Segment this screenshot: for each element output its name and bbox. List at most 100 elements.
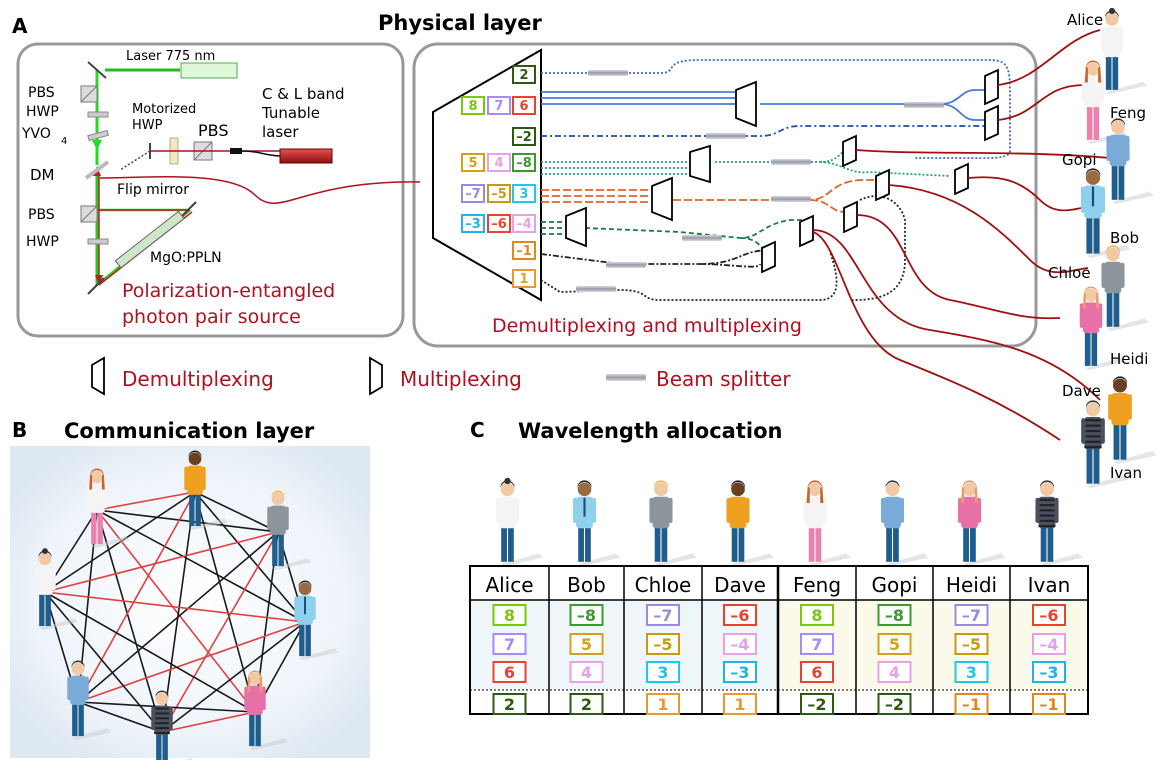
channel-box: 7 <box>487 96 511 115</box>
allocation-people <box>495 477 1083 566</box>
svg-text:HWP: HWP <box>132 118 163 133</box>
channel-box: 5 <box>569 633 604 655</box>
channel-label: –4 <box>1039 635 1058 654</box>
user-label: Dave <box>1062 382 1101 400</box>
person-figure <box>34 548 79 630</box>
network-edge <box>77 531 279 703</box>
channel-label: –4 <box>730 635 749 654</box>
channel-label: –6 <box>1039 606 1058 625</box>
person-figure <box>1035 480 1083 566</box>
person-figure <box>803 480 851 566</box>
channel-label: –3 <box>1039 663 1058 682</box>
person-figure <box>572 480 621 566</box>
channel-box: 2 <box>492 693 527 715</box>
channel-box: 6 <box>512 96 536 115</box>
network-edge <box>77 491 196 703</box>
network-edge <box>161 531 279 733</box>
channel-label: –5 <box>962 635 981 654</box>
channel-label: –2 <box>807 695 826 714</box>
svg-text:C & L band: C & L band <box>262 85 345 103</box>
channel-label: –6 <box>730 606 749 625</box>
channel-box: 7 <box>492 633 527 655</box>
channel-box: 8 <box>461 96 485 115</box>
svg-text:PBS: PBS <box>198 121 229 140</box>
svg-text:Motorized: Motorized <box>132 102 196 117</box>
table-header: Feng <box>793 573 841 597</box>
channel-label: 2 <box>519 68 528 83</box>
user-label: Ivan <box>1110 464 1142 482</box>
table-header: Ivan <box>1028 573 1071 597</box>
channel-box: –8 <box>512 153 536 172</box>
channel-label: 5 <box>889 635 900 654</box>
channel-label: 4 <box>889 663 900 682</box>
channel-box: –6 <box>487 214 511 233</box>
svg-text:PBS: PBS <box>28 207 55 223</box>
svg-text:PBS: PBS <box>28 85 55 101</box>
channel-label: –7 <box>962 606 981 625</box>
channel-box: 2 <box>512 65 536 84</box>
channel-box: –4 <box>1032 633 1066 655</box>
person-figure <box>1108 376 1157 464</box>
network-edge <box>161 621 306 733</box>
network-edge <box>44 591 163 733</box>
legend: Demultiplexing Multiplexing Beam splitte… <box>91 356 791 396</box>
channel-label: –5 <box>491 187 507 202</box>
user-label: Chloe <box>1048 264 1091 282</box>
channel-box: –6 <box>1032 604 1066 626</box>
channel-label: 6 <box>811 663 822 682</box>
source-box <box>16 42 405 338</box>
network-edge <box>194 491 306 623</box>
channel-box: 3 <box>646 661 680 683</box>
channel-label: –4 <box>516 217 532 232</box>
channel-box: 4 <box>877 661 912 683</box>
person-figure <box>294 580 339 660</box>
channel-box: 4 <box>487 153 511 172</box>
channel-label: –3 <box>465 217 481 232</box>
network-edge <box>96 491 196 511</box>
legend-demux: Demultiplexing <box>122 367 274 391</box>
channel-box: –7 <box>646 604 680 626</box>
svg-text:YVO: YVO <box>21 126 51 142</box>
channel-label: 6 <box>504 663 515 682</box>
channel-label: –1 <box>1039 695 1058 714</box>
channel-box: –6 <box>723 604 757 626</box>
user-label: Heidi <box>1110 350 1148 368</box>
channel-box: –1 <box>954 693 989 715</box>
panel-a-title: Physical layer <box>378 11 543 35</box>
channel-label: 5 <box>468 156 477 171</box>
channel-label: –3 <box>730 663 749 682</box>
photon-source: Laser 775 nm PBS HWP YVO 4 DM PBS HWP Mg… <box>21 49 421 328</box>
legend-bs: Beam splitter <box>656 367 791 391</box>
user-label: Gopi <box>1062 151 1097 169</box>
channel-label: –2 <box>885 695 904 714</box>
channel-box: –3 <box>461 214 485 233</box>
legend-demux-icon <box>91 356 105 396</box>
network-graph <box>34 450 339 760</box>
channel-box: –1 <box>1032 693 1066 715</box>
network-edge <box>44 591 306 623</box>
person-figure <box>67 660 112 740</box>
channel-label: 4 <box>581 663 592 682</box>
network-edge <box>44 591 256 713</box>
channel-label: 5 <box>581 635 592 654</box>
channel-box: –5 <box>954 633 989 655</box>
person-figure <box>1081 400 1130 488</box>
channel-label: 8 <box>811 606 822 625</box>
table-header: Heidi <box>946 573 997 597</box>
network-edge <box>77 701 163 733</box>
channel-box: –8 <box>877 604 912 626</box>
channel-label: 6 <box>519 99 528 114</box>
channel-label: –7 <box>653 606 672 625</box>
channel-box: 1 <box>646 693 680 715</box>
channel-box: 7 <box>800 633 834 655</box>
channel-label: 4 <box>494 156 503 171</box>
laser-label: Laser 775 nm <box>126 49 215 64</box>
user-label: Feng <box>1110 104 1146 122</box>
channel-box: 1 <box>723 693 757 715</box>
person-figure <box>1079 286 1126 370</box>
network-edge <box>96 509 256 713</box>
network-edge <box>96 509 163 733</box>
